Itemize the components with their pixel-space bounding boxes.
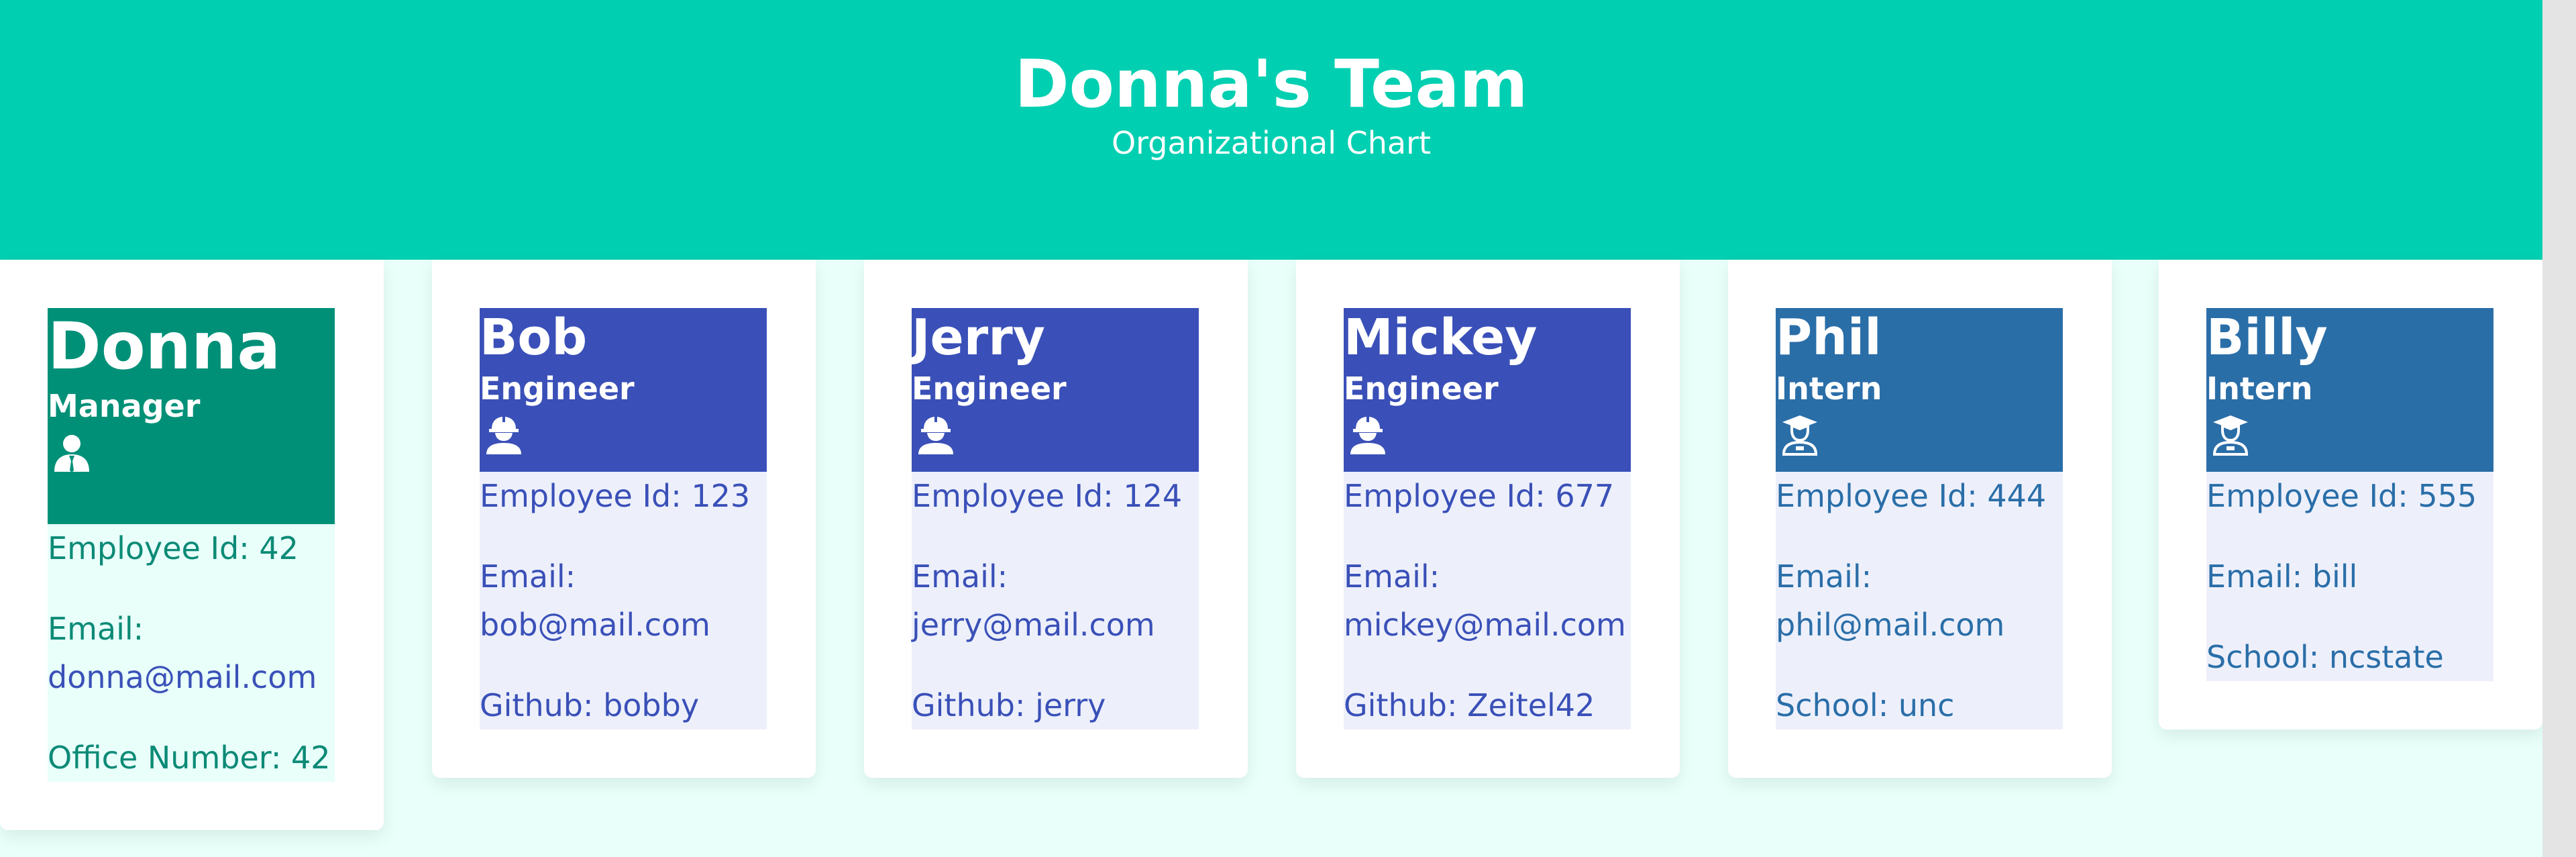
card-header: Billy Intern <box>2206 308 2493 472</box>
email-label: Email: <box>480 558 576 595</box>
card-details: Employee Id: 677 Email: mickey@mail.com … <box>1344 472 1631 729</box>
employee-card-phil: Phil Intern Employee Id: 444 Email: phil… <box>1728 260 2112 778</box>
engineer-hardhat-icon <box>1350 415 1385 454</box>
github-link[interactable]: Github: jerry <box>912 687 1106 723</box>
employee-email[interactable]: Email: bill <box>2206 558 2358 595</box>
employee-card-jerry: Jerry Engineer Employee Id: 124 Email: j… <box>864 260 1248 778</box>
email-label: Email: <box>912 558 1008 595</box>
employee-id: Employee Id: 677 <box>1344 478 1615 514</box>
employee-id: Employee Id: 555 <box>2206 478 2477 514</box>
vertical-scrollbar[interactable] <box>2542 0 2576 857</box>
email-link[interactable]: phil@mail.com <box>1776 607 2005 643</box>
employee-email: Email: jerry@mail.com <box>912 552 1199 649</box>
employee-id: Employee Id: 444 <box>1776 478 2047 514</box>
employee-email: Email: mickey@mail.com <box>1344 552 1631 649</box>
employee-email: Email: donna@mail.com <box>48 605 335 701</box>
employee-card-bob: Bob Engineer Employee Id: 123 Email: bob… <box>432 260 816 778</box>
page-header: Donna's Team Organizational Chart <box>0 0 2542 260</box>
employee-name: Mickey <box>1344 309 1538 366</box>
page-subtitle: Organizational Chart <box>1111 125 1432 161</box>
card-details: Employee Id: 124 Email: jerry@mail.com G… <box>912 472 1199 729</box>
employee-id: Employee Id: 123 <box>480 478 751 514</box>
school: School: unc <box>1776 687 1955 723</box>
page-title: Donna's Team <box>1014 46 1528 123</box>
email-link[interactable]: bob@mail.com <box>480 607 710 643</box>
card-header: Mickey Engineer <box>1344 308 1631 472</box>
employee-role: Intern <box>1776 370 1882 407</box>
engineer-hardhat-icon <box>918 415 953 454</box>
employee-role: Engineer <box>1344 370 1499 407</box>
email-link[interactable]: mickey@mail.com <box>1344 607 1626 643</box>
github-link[interactable]: Github: Zeitel42 <box>1344 687 1595 723</box>
employee-id: Employee Id: 42 <box>48 530 299 566</box>
card-details: Employee Id: 555 Email: bill School: ncs… <box>2206 472 2493 681</box>
office-number: Office Number: 42 <box>48 740 331 776</box>
manager-icon <box>54 435 89 473</box>
card-header: Donna Manager <box>48 308 335 524</box>
employee-id: Employee Id: 124 <box>912 478 1183 514</box>
card-header: Phil Intern <box>1776 308 2063 472</box>
card-details: Employee Id: 123 Email: bob@mail.com Git… <box>480 472 767 729</box>
employee-role: Intern <box>2206 370 2313 407</box>
employee-card-billy: Billy Intern Employee Id: 555 Email: bil… <box>2159 260 2542 729</box>
github-link[interactable]: Github: bobby <box>480 687 700 723</box>
email-link[interactable]: jerry@mail.com <box>912 607 1155 643</box>
employee-name: Bob <box>480 309 588 366</box>
card-header: Jerry Engineer <box>912 308 1199 472</box>
email-link[interactable]: donna@mail.com <box>48 659 317 695</box>
card-details: Employee Id: 42 Email: donna@mail.com Of… <box>48 524 335 782</box>
email-label: Email: <box>48 611 144 647</box>
employee-name: Jerry <box>912 309 1045 366</box>
employee-name: Donna <box>48 309 281 384</box>
card-header: Bob Engineer <box>480 308 767 472</box>
employee-role: Manager <box>48 388 201 425</box>
email-label: Email: <box>1344 558 1440 595</box>
employee-card-mickey: Mickey Engineer Employee Id: 677 Email: … <box>1296 260 1680 778</box>
card-details: Employee Id: 444 Email: phil@mail.com Sc… <box>1776 472 2063 729</box>
employee-card-donna: Donna Manager Employee Id: 42 Email: don… <box>0 260 384 830</box>
school: School: ncstate <box>2206 639 2444 675</box>
employee-role: Engineer <box>912 370 1067 407</box>
graduate-icon <box>2212 415 2249 456</box>
employee-email: Email: phil@mail.com <box>1776 552 2063 649</box>
employee-email: Email: bob@mail.com <box>480 552 767 649</box>
employee-role: Engineer <box>480 370 635 407</box>
employee-name: Billy <box>2206 309 2328 366</box>
email-label: Email: <box>1776 558 1872 595</box>
employee-name: Phil <box>1776 309 1882 366</box>
engineer-hardhat-icon <box>486 415 521 454</box>
graduate-icon <box>1782 415 1818 456</box>
